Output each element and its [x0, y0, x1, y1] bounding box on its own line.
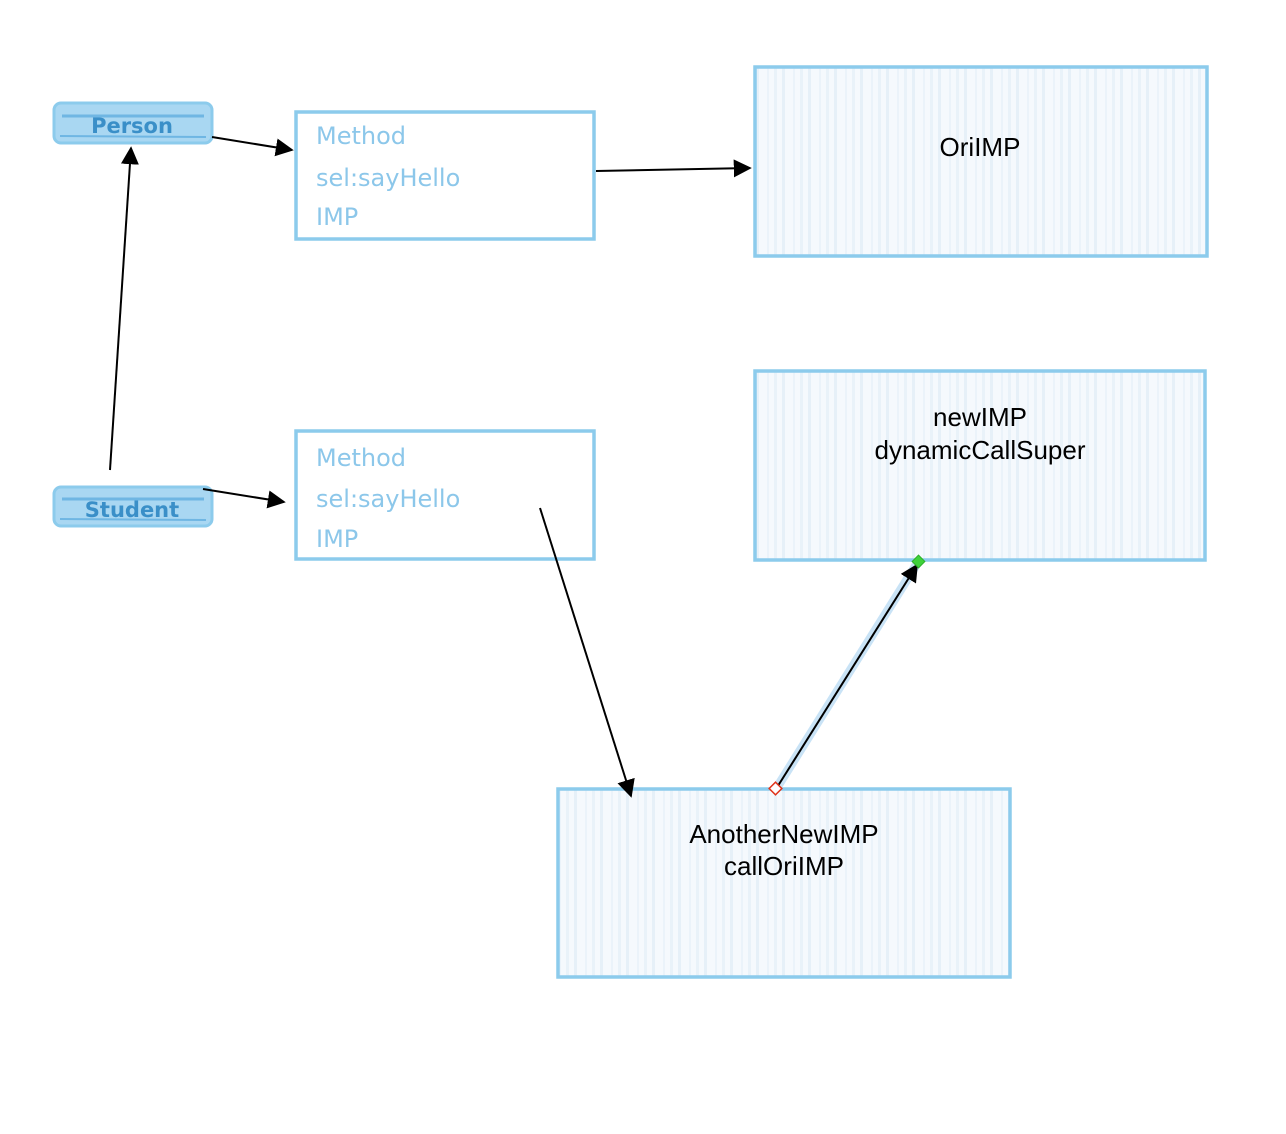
imp-box-new[interactable]: newIMP dynamicCallSuper: [753, 369, 1207, 562]
method-imp: IMP: [316, 203, 358, 231]
arrow-student-to-method[interactable]: [202, 488, 286, 509]
method-imp: IMP: [316, 525, 358, 553]
method-selector: sel:sayHello: [316, 485, 460, 513]
imp-box-ori[interactable]: OriIMP: [753, 65, 1209, 258]
method-title: Method: [316, 444, 406, 472]
arrow-person-to-method[interactable]: [211, 136, 294, 157]
imp-box-another-new[interactable]: AnotherNewIMP callOriIMP: [556, 787, 1012, 979]
arrow-method-to-oriimp[interactable]: [595, 159, 752, 178]
arrow-start-handle[interactable]: [768, 781, 783, 796]
method-title: Method: [316, 122, 406, 150]
class-person-label: Person: [91, 114, 173, 138]
class-student-label: Student: [85, 498, 179, 522]
class-person[interactable]: Person: [52, 101, 214, 145]
arrow-imp-to-anothernewimp[interactable]: [539, 507, 635, 798]
arrow-anothernewimp-to-newimp[interactable]: [768, 554, 926, 796]
imp-ori-label: OriIMP: [940, 132, 1021, 162]
method-box-person[interactable]: Method sel:sayHello IMP: [294, 110, 596, 241]
imp-new-line1: newIMP: [933, 402, 1027, 432]
arrow-student-to-person[interactable]: [109, 146, 139, 471]
method-box-student[interactable]: Method sel:sayHello IMP: [294, 429, 596, 561]
arrow-end-handle[interactable]: [911, 554, 926, 569]
imp-another-line2: callOriIMP: [724, 851, 844, 881]
imp-new-line2: dynamicCallSuper: [875, 435, 1086, 465]
imp-another-line1: AnotherNewIMP: [689, 819, 878, 849]
class-student[interactable]: Student: [52, 485, 214, 528]
method-selector: sel:sayHello: [316, 164, 460, 192]
